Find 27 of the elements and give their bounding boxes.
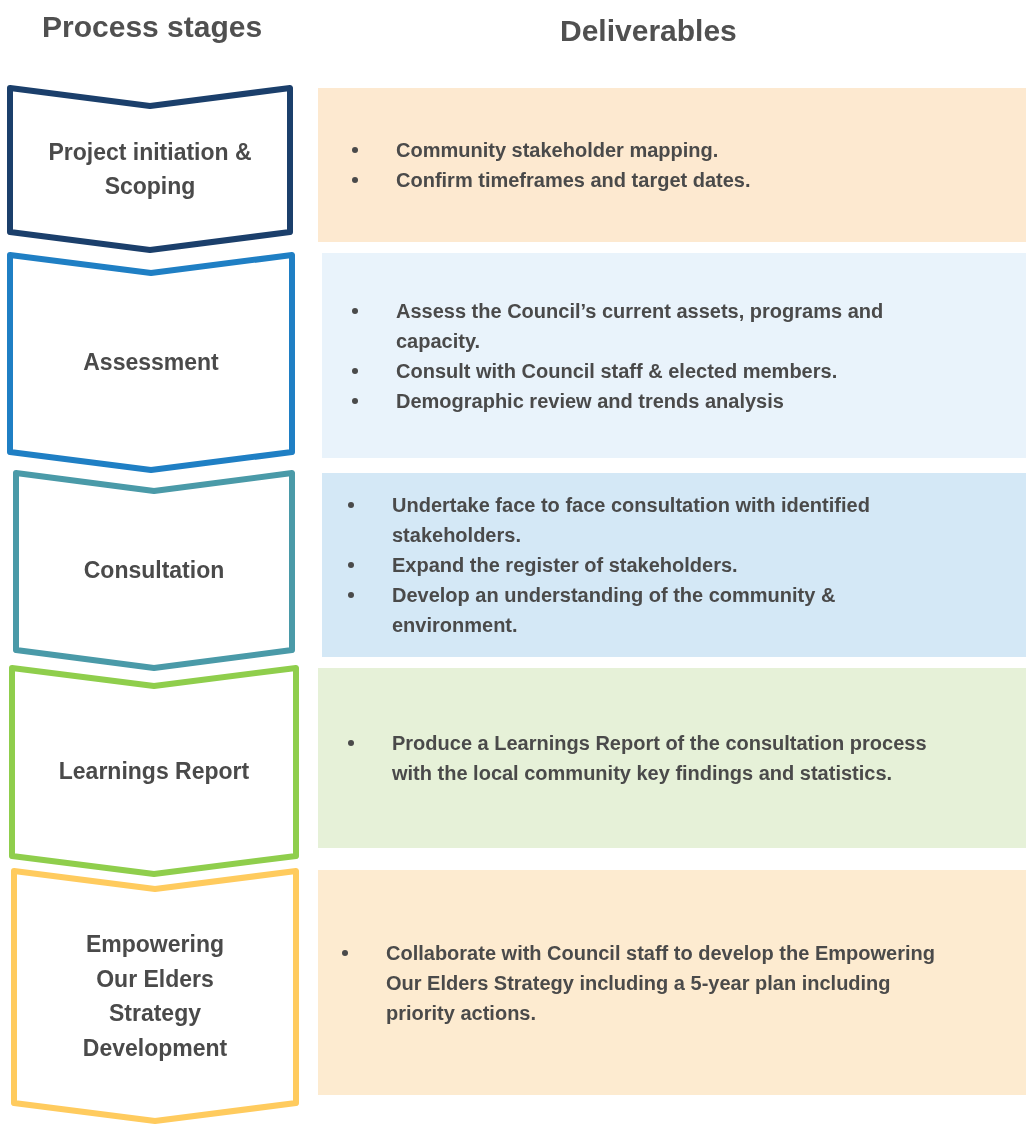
stage-label: Assessment bbox=[83, 348, 219, 378]
bullet-item: Consult with Council staff & elected members. bbox=[396, 358, 839, 384]
stage-label: Consultation bbox=[83, 556, 225, 586]
bullet-item: Demographic review and trends analysis bbox=[396, 388, 785, 414]
column-heading: Deliverables bbox=[560, 14, 737, 48]
bullet-item: Produce a Learnings Report of the consultation process with the local community key findings and statistics. bbox=[392, 731, 928, 786]
bullet-item: Undertake face to face consultation with identified stakeholders. bbox=[392, 493, 871, 548]
deliverables-panel bbox=[318, 668, 1026, 848]
stage-panel bbox=[10, 255, 292, 470]
bullet-item: Assess the Council’s current assets, programs and capacity. bbox=[396, 298, 885, 354]
deliverables-panel bbox=[318, 88, 1026, 242]
stage-panel bbox=[16, 473, 292, 668]
bullet-item: Community stakeholder mapping. bbox=[396, 138, 720, 163]
bullet-item: Develop an understanding of the community & environment. bbox=[392, 583, 837, 638]
stage-panel bbox=[12, 668, 296, 874]
column-heading: Process stages bbox=[42, 10, 263, 44]
stage-panel bbox=[14, 871, 296, 1121]
stage-label: Project initiation & Scoping bbox=[47, 137, 253, 201]
stage-panel bbox=[10, 88, 290, 250]
deliverables-panel bbox=[322, 253, 1026, 458]
deliverables-panel bbox=[322, 473, 1026, 657]
deliverables-panel bbox=[318, 870, 1026, 1095]
bullet-item: Confirm timeframes and target dates. bbox=[396, 168, 752, 193]
stage-label: Empowering Our Elders Strategy Development bbox=[81, 930, 229, 1063]
bullet-item: Expand the register of stakeholders. bbox=[392, 553, 739, 578]
bullet-item: Collaborate with Council staff to develop the Empowering Our Elders Strategy including a 5-year plan including priority actions. bbox=[386, 940, 936, 1026]
stage-label: Learnings Report bbox=[58, 756, 250, 786]
